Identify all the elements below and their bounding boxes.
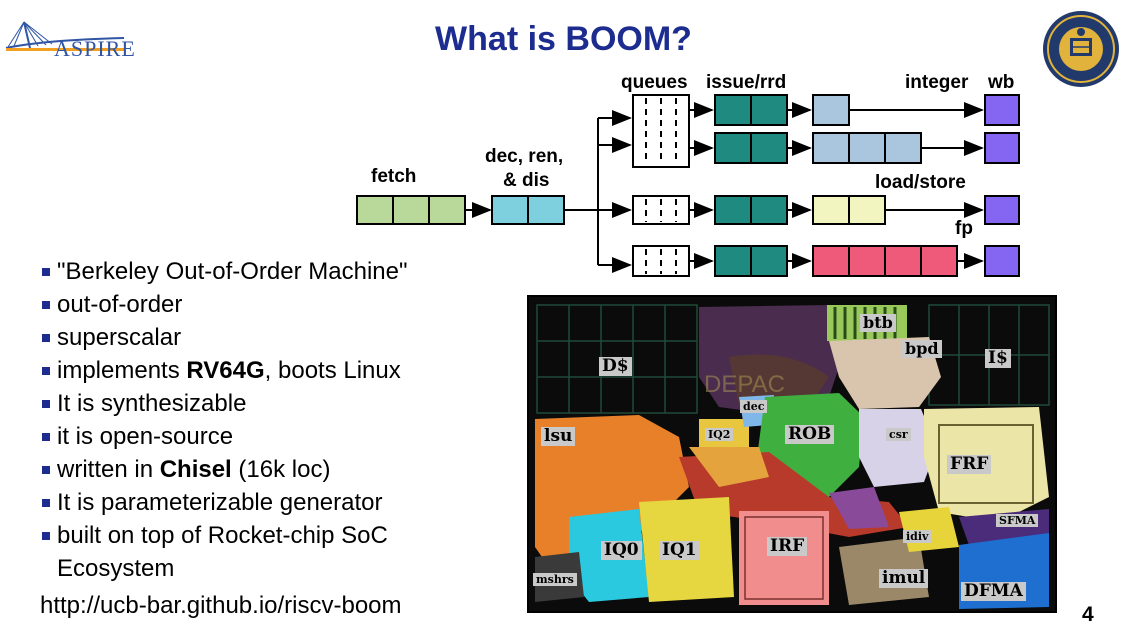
university-seal-icon [1043,11,1119,87]
die-label-dec: dec [740,400,768,413]
issue-label: issue/rrd [706,72,787,93]
die-label-dcache: D$ [599,357,632,376]
die-label-sfma: SFMA [996,514,1039,527]
issue-rrd-blocks [714,94,788,277]
list-item: superscalar [42,321,512,354]
aspire-logo: ASPIRE [4,14,136,64]
writeback-blocks [984,94,1020,277]
die-label-rob: ROB [785,425,835,444]
die-label-iq0: IQ0 [601,541,642,560]
die-label-icache: I$ [985,349,1011,368]
list-item: It is synthesizable [42,387,512,420]
fetch-label: fetch [371,166,417,187]
execute-blocks [812,94,958,277]
die-label-frf: FRF [947,455,992,474]
logo-text: ASPIRE [54,36,136,61]
feature-list: "Berkeley Out-of-Order Machine" out-of-o… [42,255,512,585]
slide-title: What is BOOM? [435,20,692,58]
pipeline-diagram [356,94,1020,277]
chip-die-photo: DEPAC btb bpd D$ I$ dec lsu IQ2 ROB csr … [527,295,1057,613]
load-store-label: load/store [875,172,966,193]
fp-label: fp [955,218,973,239]
svg-text:DEPAC: DEPAC [704,371,785,398]
die-label-bpd: bpd [902,340,942,358]
decode-stage [491,195,565,225]
die-label-lsu: lsu [541,427,576,446]
list-item-continuation: Ecosystem [57,555,175,582]
decode-label-line1: dec, ren, [485,146,564,167]
die-label-dfma: DFMA [961,582,1026,601]
list-item: implements RV64G, boots Linux [42,354,512,387]
die-label-mshrs: mshrs [533,573,577,586]
die-label-csr: csr [886,428,911,441]
die-label-idiv: idiv [903,530,932,543]
die-label-iq1: IQ1 [659,541,700,560]
list-item: out-of-order [42,288,512,321]
die-label-imul: imul [879,569,929,588]
wb-label: wb [988,72,1015,93]
queue-blocks [632,94,690,277]
list-item: built on top of Rocket-chip SoC [42,519,512,552]
page-number: 4 [1082,603,1094,626]
decode-label-line2: & dis [503,170,550,191]
list-item: "Berkeley Out-of-Order Machine" [42,255,512,288]
die-label-btb: btb [860,314,896,332]
die-label-iq2: IQ2 [705,428,734,441]
queues-label: queues [621,72,688,93]
bridge-logo-icon [5,21,125,51]
list-item: It is parameterizable generator [42,486,512,519]
list-item: written in Chisel (16k loc) [42,453,512,486]
fetch-stage [356,195,466,225]
list-item: it is open-source [42,420,512,453]
integer-label: integer [905,72,969,93]
die-label-irf: IRF [767,537,808,556]
project-url: http://ucb-bar.github.io/riscv-boom [40,592,402,619]
